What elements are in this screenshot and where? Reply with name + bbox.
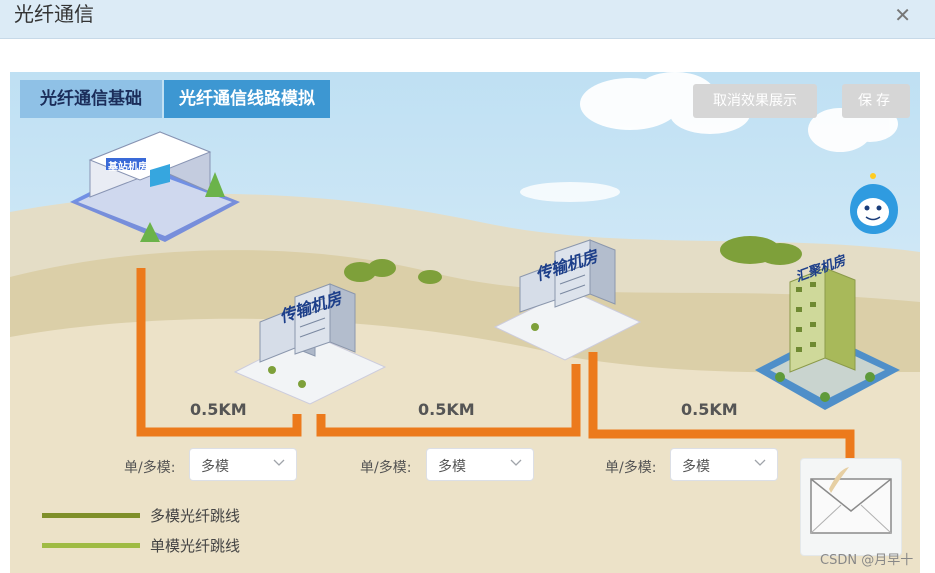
mode-label-1: 单/多模: bbox=[124, 460, 176, 476]
distance-label-2: 0.5KM bbox=[418, 400, 475, 419]
legend-label-multimode: 多模光纤跳线 bbox=[150, 507, 241, 525]
save-button[interactable]: 保存 bbox=[842, 84, 910, 118]
mode-select-2-value: 多模 bbox=[438, 459, 466, 475]
dialog-titlebar: 光纤通信 ✕ bbox=[0, 0, 935, 39]
mode-label-2: 单/多模: bbox=[360, 460, 412, 476]
mode-select-1[interactable]: 多模 bbox=[189, 448, 297, 481]
mode-select-3[interactable]: 多模 bbox=[670, 448, 778, 481]
simulation-scene: 光纤通信基础 光纤通信线路模拟 取消效果展示 保存 基站机房 传输机房 传输机房… bbox=[10, 72, 920, 573]
mascot-icon bbox=[850, 173, 898, 234]
tab-bar: 光纤通信基础 光纤通信线路模拟 bbox=[20, 80, 330, 118]
legend-line-multimode bbox=[42, 513, 140, 518]
aggregation-building bbox=[755, 267, 900, 410]
close-icon[interactable]: ✕ bbox=[894, 3, 911, 27]
mode-select-3-value: 多模 bbox=[682, 459, 710, 475]
cancel-effect-button[interactable]: 取消效果展示 bbox=[693, 84, 817, 118]
building-label-base-station: 基站机房 bbox=[108, 162, 148, 173]
tab-fiber-simulation[interactable]: 光纤通信线路模拟 bbox=[164, 80, 330, 118]
transmission-building-2 bbox=[493, 239, 642, 361]
scene-background bbox=[10, 72, 920, 573]
tab-fiber-basics[interactable]: 光纤通信基础 bbox=[20, 80, 162, 118]
mode-label-3: 单/多模: bbox=[605, 460, 657, 476]
mode-select-2[interactable]: 多模 bbox=[426, 448, 534, 481]
distance-label-3: 0.5KM bbox=[681, 400, 738, 419]
legend-label-singlemode: 单模光纤跳线 bbox=[150, 537, 241, 555]
chevron-down-icon bbox=[510, 459, 522, 466]
distance-label-1: 0.5KM bbox=[190, 400, 247, 419]
transmission-building-1 bbox=[233, 283, 387, 405]
mode-select-1-value: 多模 bbox=[201, 459, 229, 475]
base-station-building bbox=[70, 131, 240, 242]
envelope-icon[interactable] bbox=[800, 458, 902, 556]
chevron-down-icon bbox=[754, 459, 766, 466]
dialog-title: 光纤通信 bbox=[14, 2, 94, 26]
chevron-down-icon bbox=[273, 459, 285, 466]
fiber-route bbox=[136, 268, 855, 464]
watermark: CSDN @月早十 bbox=[820, 553, 914, 568]
legend-line-singlemode bbox=[42, 543, 140, 548]
